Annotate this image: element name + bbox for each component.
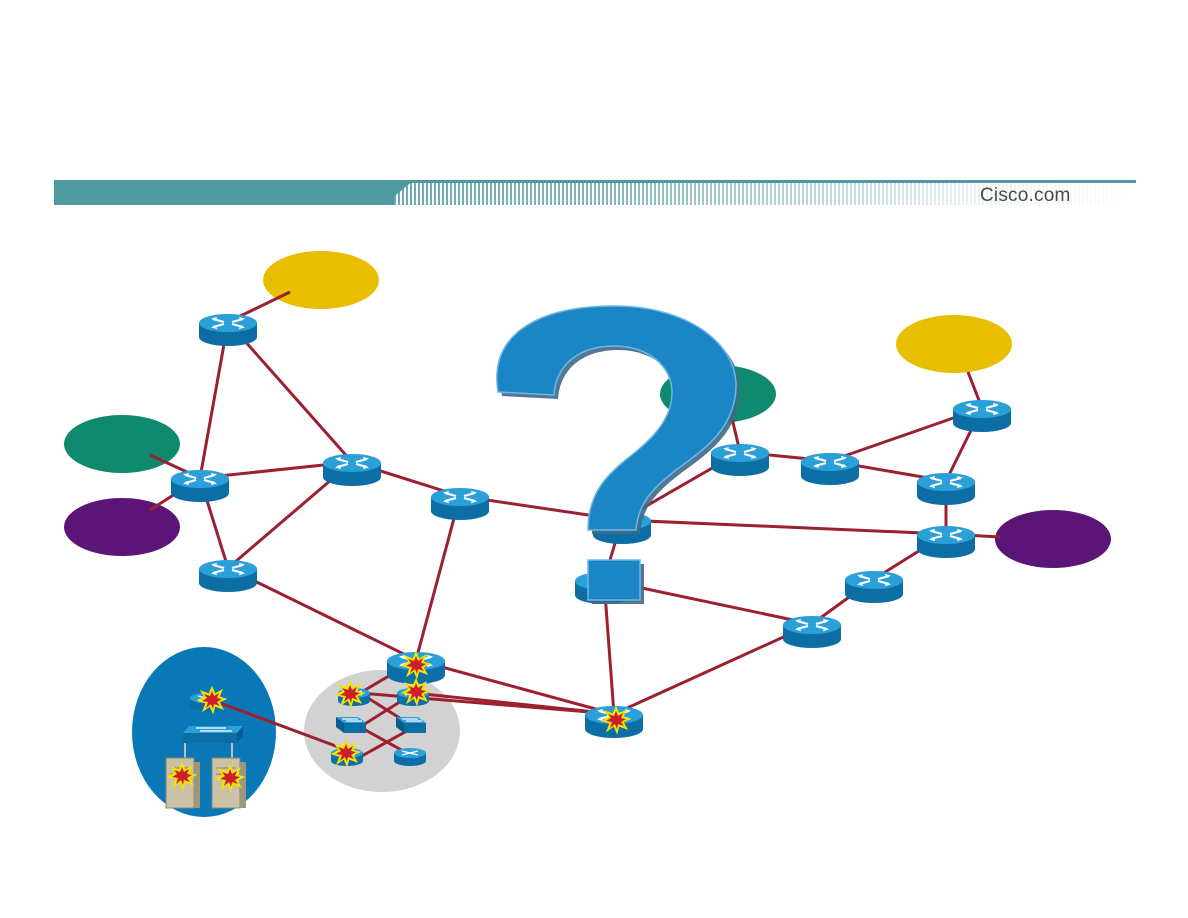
cluster-zone	[304, 670, 460, 792]
router-icon	[429, 486, 491, 522]
router-icon	[915, 471, 977, 507]
router-icon	[915, 524, 977, 560]
yellow-cloud	[896, 315, 1012, 373]
brand-label: Cisco.com	[980, 185, 1071, 206]
router-icon	[169, 468, 231, 504]
question-mark-icon	[496, 305, 740, 604]
switch-icon	[183, 726, 243, 743]
router-icon	[197, 558, 259, 594]
router-icon	[951, 398, 1013, 434]
router-icon	[709, 442, 771, 478]
purple-cloud	[995, 510, 1111, 568]
data-center-devices	[165, 686, 246, 809]
router-icon	[843, 569, 905, 605]
green-cloud	[64, 415, 180, 473]
banner-stripes	[54, 180, 1136, 205]
router-icon	[781, 614, 843, 650]
yellow-cloud	[263, 251, 379, 309]
router-icon	[321, 452, 383, 488]
header-banner	[54, 180, 1136, 205]
router-icon	[197, 312, 259, 348]
router-icon	[799, 451, 861, 487]
purple-cloud	[64, 498, 180, 556]
router-icon	[393, 747, 427, 767]
